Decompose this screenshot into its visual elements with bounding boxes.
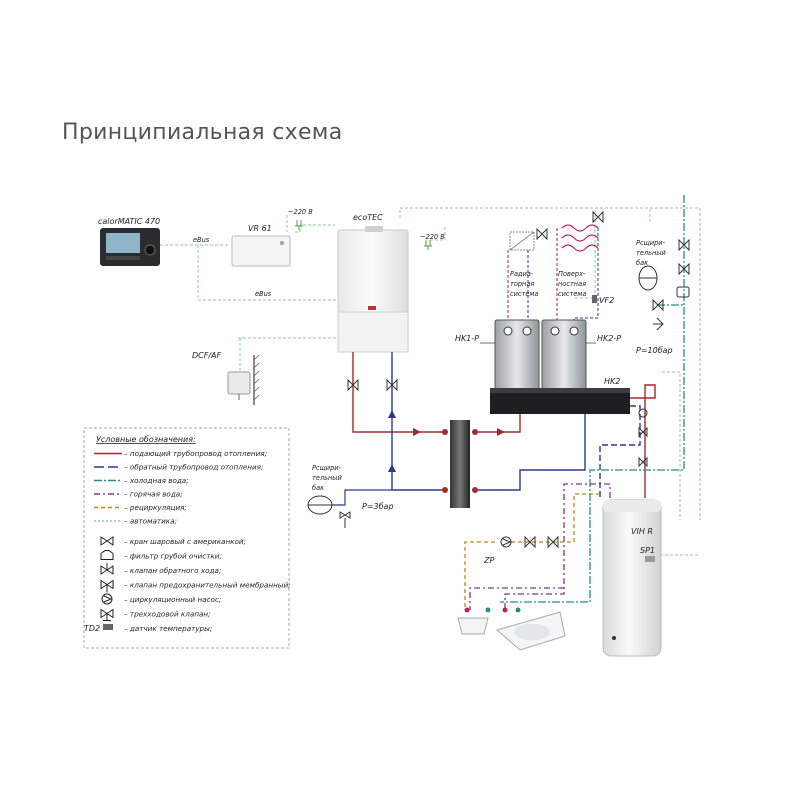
legend-line-label: – холодная вода; bbox=[124, 476, 189, 485]
recirc-pump-valves bbox=[500, 535, 559, 549]
tank-sensor-label: SP1 bbox=[640, 546, 655, 555]
ball-valve-icon bbox=[100, 536, 114, 546]
hot-water-tank bbox=[602, 499, 662, 657]
washbasin bbox=[457, 607, 491, 635]
recirculation-pipe bbox=[464, 493, 600, 610]
legend-line-label: – горячая вода; bbox=[124, 490, 183, 499]
radiator-circuit bbox=[507, 231, 535, 320]
cold-water-valves bbox=[652, 238, 690, 331]
floor-1: Поверх- bbox=[558, 270, 586, 278]
safety-valve-left bbox=[339, 511, 351, 528]
distribution-manifold bbox=[490, 388, 630, 414]
zp-label: ZP bbox=[483, 556, 494, 565]
ball-valve-boiler bbox=[347, 378, 398, 392]
legend-title: Условные обозначения: bbox=[96, 435, 196, 444]
legend-line-label: – обратный трубопровод отопления; bbox=[124, 463, 263, 472]
ebus-label-1: eBus bbox=[193, 236, 210, 244]
hydraulic-separator bbox=[442, 420, 478, 508]
boiler-ecotec bbox=[337, 226, 409, 353]
radiator-2: торная bbox=[510, 280, 534, 288]
legend-symbol-label: – трехходовой клапан; bbox=[124, 610, 210, 619]
floor-3: система bbox=[558, 290, 586, 298]
controller-calormatic bbox=[100, 228, 160, 266]
legend-symbol-label: – кран шаровый с американкой; bbox=[124, 537, 246, 546]
hk2p-label: HK2-P bbox=[597, 334, 621, 343]
hk1-label: HK1-P bbox=[455, 334, 479, 343]
hk2-label: HK2 bbox=[604, 377, 620, 386]
exp-left-3: бак bbox=[312, 484, 324, 492]
hot-water-pipe bbox=[469, 483, 611, 610]
exp-left-2: тельный bbox=[312, 474, 343, 482]
legend-line-label: – автоматика; bbox=[124, 517, 177, 526]
page-title: Принципиальная схема bbox=[62, 120, 343, 145]
legend-symbol-label: – фильтр грубой очистки; bbox=[124, 552, 222, 561]
legend-symbol-label: – циркуляционный насос; bbox=[124, 595, 221, 604]
outdoor-sensor bbox=[227, 354, 260, 405]
floor-2: ностная bbox=[558, 280, 586, 288]
safety-valve-icon bbox=[100, 579, 114, 593]
pump-icon bbox=[101, 593, 113, 605]
dcf-label: DCF/AF bbox=[192, 351, 222, 360]
legend-line-label: – подающий трубопровод отопления; bbox=[124, 449, 267, 458]
floor-heating-circuit bbox=[536, 210, 604, 320]
legend-symbol-label: – клапан обратного хода; bbox=[124, 566, 221, 575]
pressure-3-label: Р=3бар bbox=[362, 502, 394, 511]
bathtub bbox=[495, 607, 566, 651]
vf2-label: VF2 bbox=[599, 296, 614, 305]
three-way-valve bbox=[638, 408, 648, 468]
radiator-3: система bbox=[510, 290, 538, 298]
power-plug-icon bbox=[295, 220, 432, 250]
hk2-module bbox=[541, 319, 587, 391]
cold-water-pipe bbox=[500, 195, 685, 603]
legend-lines: – подающий трубопровод отопления; – обрат… bbox=[94, 449, 267, 526]
vr61-module bbox=[231, 235, 291, 267]
legend-symbol-label: – датчик температуры; bbox=[124, 624, 212, 633]
expansion-tank-left bbox=[307, 489, 392, 515]
legend-symbol-tag: TD2 bbox=[84, 624, 100, 633]
expansion-tank-right bbox=[638, 265, 658, 291]
hk1-module bbox=[494, 319, 540, 391]
power-label-2: ~220 В bbox=[420, 233, 445, 241]
check-valve-icon bbox=[100, 563, 114, 575]
exp-right-2: тельный bbox=[636, 249, 667, 257]
boiler-label: ecoTEC bbox=[353, 213, 383, 222]
legend-symbol-label: – клапан предохранительный мембранный; bbox=[124, 581, 291, 590]
vf2-sensor bbox=[592, 295, 597, 303]
temp-sensor-icon bbox=[103, 624, 113, 630]
ebus-label-2: eBus bbox=[255, 290, 272, 298]
legend-line-label: – рециркуляция; bbox=[124, 503, 187, 512]
exp-left-1: Рсщири- bbox=[312, 464, 342, 472]
controller-label: calorMATIC 470 bbox=[98, 217, 160, 226]
strainer-icon bbox=[100, 550, 114, 560]
exp-right-1: Рсщири- bbox=[636, 239, 666, 247]
exp-right-3: бак bbox=[636, 259, 648, 267]
tank-label: VIH R bbox=[631, 527, 653, 536]
vr61-label: VR 61 bbox=[248, 224, 272, 233]
power-label-1: ~220 В bbox=[288, 208, 313, 216]
legend-box bbox=[83, 427, 290, 649]
pipe-arrows bbox=[388, 410, 505, 472]
three-way-valve-icon bbox=[100, 608, 114, 621]
legend-symbols: – кран шаровый с американкой; – фильтр гр… bbox=[84, 536, 291, 633]
tank-loop-pipes bbox=[599, 384, 656, 498]
pressure-10-label: Р=10бар bbox=[636, 346, 673, 355]
radiator-1: Радиа- bbox=[510, 270, 534, 278]
